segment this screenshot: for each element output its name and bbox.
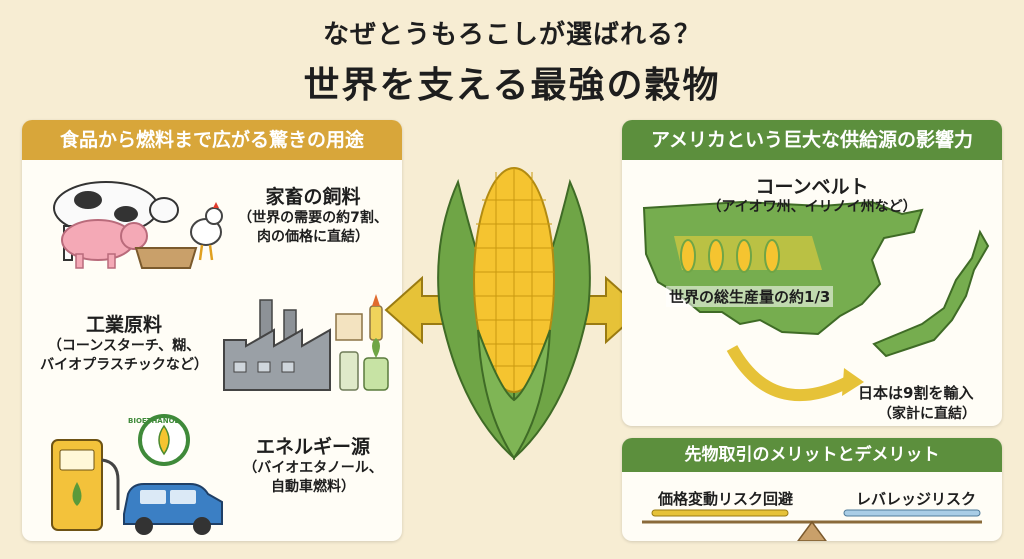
production-share-label: 世界の総生産量の約1/3 [666, 286, 834, 307]
bioethanol-badge [138, 414, 190, 466]
import-arrow-icon [726, 345, 851, 401]
corn-belt-corn-icons [680, 239, 780, 273]
japan-import-label: 日本は9割を輸入 [858, 384, 974, 402]
trough-icon [134, 247, 198, 269]
supply-panel-title: アメリカという巨大な供給源の影響力 [622, 120, 1002, 160]
use-industrial-detail-1: （コーンスターチ、糊、 [47, 338, 201, 354]
futures-merit-label: 価格変動リスク回避 [658, 490, 794, 508]
use-energy: エネルギー源 （バイオエタノール、 自動車燃料） [228, 432, 398, 497]
use-energy-detail-2: 自動車燃料） [271, 479, 355, 495]
bioethanol-badge-text: BIOETHANOL [128, 417, 179, 425]
corn-cob-icon [384, 167, 644, 460]
use-livestock-detail-2: 肉の価格に直結） [257, 229, 369, 245]
factory-icon [223, 294, 389, 391]
balance-scale-icon [642, 509, 982, 541]
use-industrial-detail-2: バイオプラスチックなど） [40, 357, 208, 373]
futures-panel: 先物取引のメリットとデメリット 価格変動リスク回避 レバレッジリスク [622, 438, 1002, 541]
uses-panel: 食品から燃料まで広がる驚きの用途 家畜の飼料 （世界の需要の約7割、 [22, 120, 402, 541]
use-energy-title: エネルギー源 [255, 436, 370, 458]
use-livestock-detail-1: （世界の需要の約7割、 [238, 210, 388, 226]
uses-panel-title: 食品から燃料まで広がる驚きの用途 [22, 120, 402, 160]
chicken-icon [190, 202, 223, 261]
futures-panel-title: 先物取引のメリットとデメリット [622, 438, 1002, 472]
use-industrial: 工業原料 （コーンスターチ、糊、 バイオプラスチックなど） [24, 310, 224, 375]
fuel-pump-icon [51, 439, 120, 531]
corn-belt-title: コーンベルト [755, 176, 869, 198]
use-livestock-feed: 家畜の飼料 （世界の需要の約7割、 肉の価格に直結） [228, 182, 398, 247]
car-icon [123, 483, 223, 535]
futures-demerit-label: レバレッジリスク [856, 490, 977, 508]
japan-map-icon [872, 229, 990, 358]
page-title: 世界を支える最強の穀物 [303, 65, 721, 106]
use-industrial-title: 工業原料 [85, 314, 162, 336]
japan-import-note: （家計に直結） [878, 406, 976, 422]
use-livestock-title: 家畜の飼料 [265, 186, 361, 208]
use-energy-detail-1: （バイオエタノール、 [243, 460, 383, 476]
energy-icon [51, 414, 223, 535]
livestock-icon [53, 181, 223, 269]
pig-icon [61, 219, 148, 269]
corn-belt-states: （アイオワ州、イリノイ州など） [707, 199, 917, 215]
page-question: なぜとうもろこしが選ばれる？ [322, 20, 701, 50]
usa-map-icon [642, 200, 990, 401]
supply-panel: アメリカという巨大な供給源の影響力 コーンベルト （アイオワ州、イリノイ州など）… [622, 120, 1002, 426]
